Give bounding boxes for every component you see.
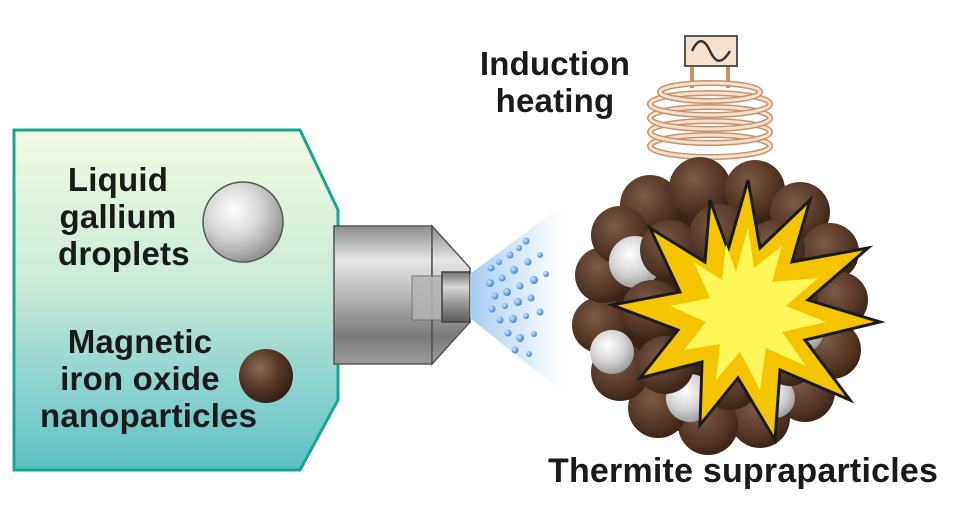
- gallium-droplet-icon: [202, 181, 284, 263]
- spray-mist-icon: [470, 196, 575, 402]
- induction-label-line: heating: [495, 81, 615, 119]
- ac-source-icon: [684, 35, 738, 67]
- induction-coil-icon: [647, 65, 773, 160]
- iron-oxide-label: Magnetic iron oxide nanoparticles: [40, 323, 258, 435]
- explosion-icon: [606, 179, 886, 445]
- nozzle-icon: [333, 224, 471, 366]
- iron-label-line: Magnetic: [67, 323, 213, 360]
- gallium-label-line: gallium: [59, 197, 177, 235]
- induction-heating-label: Induction heating: [470, 45, 640, 120]
- gallium-droplets-label: Liquid gallium droplets: [58, 161, 190, 273]
- thermite-supraparticles-label: Thermite supraparticles: [548, 452, 939, 490]
- iron-oxide-particle-icon: [239, 349, 293, 403]
- iron-label-line: nanoparticles: [40, 396, 258, 434]
- gallium-label-line: droplets: [58, 234, 190, 272]
- induction-label-line: Induction: [479, 45, 631, 82]
- gallium-label-line: Liquid: [67, 161, 169, 198]
- iron-label-line: iron oxide: [60, 359, 220, 397]
